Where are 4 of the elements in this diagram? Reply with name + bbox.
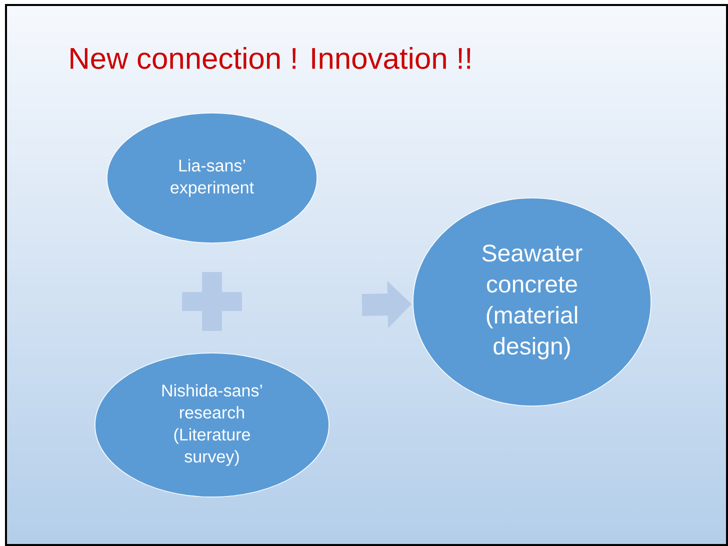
ellipse-node: Lia-sans’ experiment [106, 112, 318, 244]
title: New connection ! Innovation !! [70, 46, 470, 70]
ellipse-node: Nishida-sans’ research (Literature survey) [94, 352, 330, 498]
ellipse-node: Seawater concrete (material design) [412, 198, 652, 406]
